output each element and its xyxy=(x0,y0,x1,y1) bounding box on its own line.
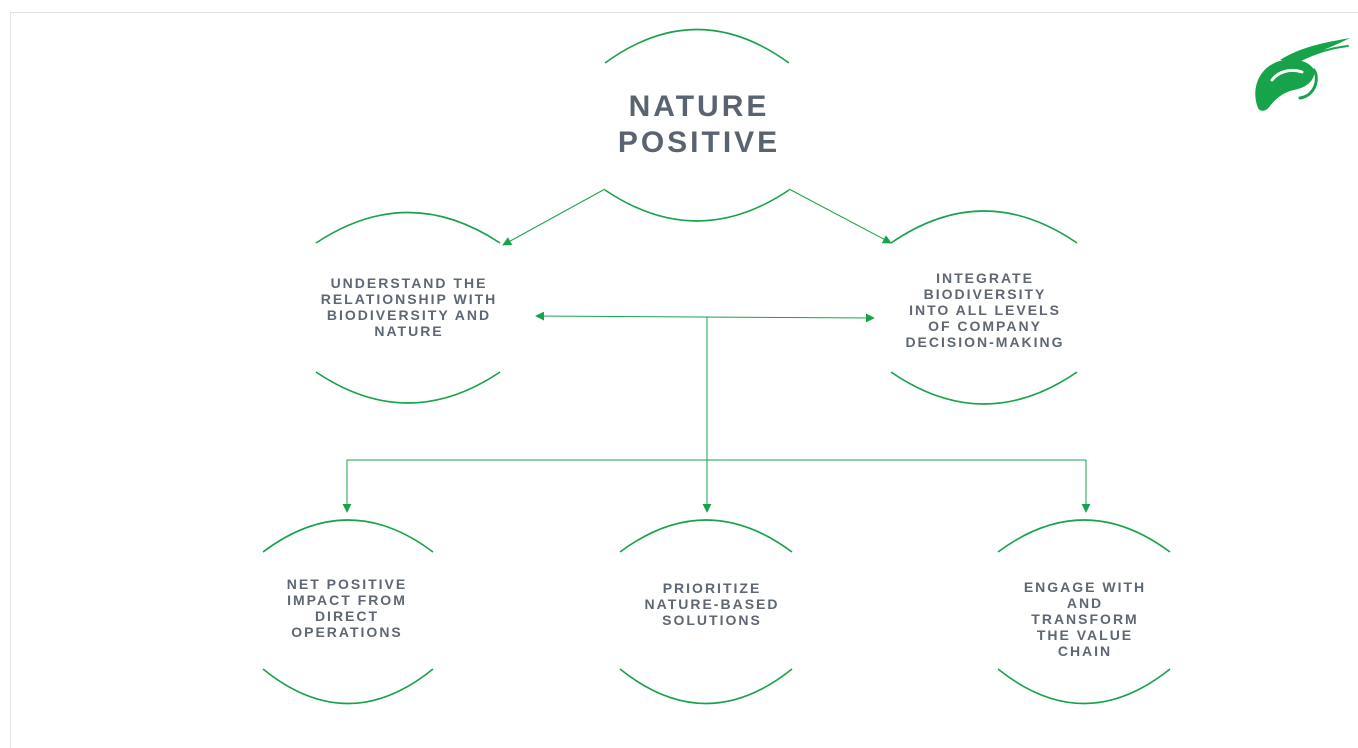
arc-bottom xyxy=(619,668,793,705)
label-line: AND xyxy=(1066,595,1104,611)
arrow-root-to-understand xyxy=(502,188,606,246)
circle-prioritize xyxy=(619,519,793,705)
arc-top xyxy=(604,28,790,64)
label-line: ENGAGE WITH xyxy=(1023,579,1147,595)
arc-top xyxy=(997,519,1171,553)
arrow-root-to-integrate xyxy=(788,188,892,244)
arc-bottom xyxy=(315,371,501,404)
arc-top xyxy=(315,211,501,244)
circle-integrate xyxy=(890,210,1078,405)
label-line: INTEGRATE xyxy=(936,270,1034,286)
arc-top xyxy=(262,519,434,553)
arc-bottom xyxy=(997,668,1171,705)
label-line: NET POSITIVE xyxy=(286,576,408,592)
label-line: CHAIN xyxy=(1057,643,1113,659)
arc-bottom xyxy=(262,668,434,705)
label-line: BIODIVERSITY xyxy=(923,286,1047,302)
circle-engage xyxy=(997,519,1171,705)
label-line: IMPACT FROM xyxy=(287,592,407,608)
diagram-frame xyxy=(10,12,1358,748)
circle-net-positive xyxy=(262,519,434,705)
label-line: TRANSFORM xyxy=(1031,611,1139,627)
label-line: OPERATIONS xyxy=(291,624,403,640)
label-line: PRIORITIZE xyxy=(662,580,762,596)
label-line: INTO ALL LEVELS xyxy=(909,302,1061,318)
label-line: OF COMPANY xyxy=(928,318,1042,334)
arc-bottom xyxy=(604,189,790,222)
label-line: SOLUTIONS xyxy=(662,612,762,628)
leaf-bird-icon xyxy=(1255,38,1350,111)
label-line: POSITIVE xyxy=(617,126,781,159)
arc-top xyxy=(890,210,1078,244)
circle-root xyxy=(604,28,790,222)
label-line: NATURE-BASED xyxy=(644,596,780,612)
arc-bottom xyxy=(890,371,1078,405)
arrow-bidirectional-understand-integrate xyxy=(535,311,875,323)
label-line: NATURE xyxy=(374,323,444,339)
circle-understand xyxy=(315,211,501,404)
label-line: DECISION-MAKING xyxy=(905,334,1065,350)
arc-top xyxy=(619,519,793,553)
label-line: DIRECT xyxy=(314,608,380,624)
label-line: UNDERSTAND THE xyxy=(330,275,488,291)
label-line: NATURE xyxy=(628,90,770,123)
label-line: RELATIONSHIP WITH xyxy=(320,291,498,307)
label-line: BIODIVERSITY AND xyxy=(326,307,492,323)
label-line: THE VALUE xyxy=(1036,627,1134,643)
